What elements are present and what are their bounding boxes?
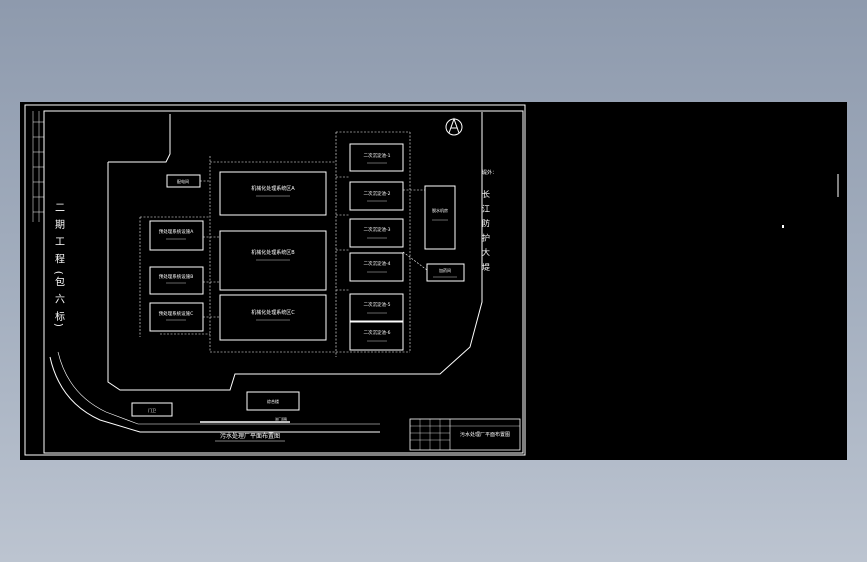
building-right-4[interactable]: 二次沉淀池-4	[349, 252, 404, 282]
bottom-box-center[interactable]: 综合楼	[246, 391, 300, 411]
small-box-top-left[interactable]: 配电间	[166, 174, 201, 188]
building-far-right[interactable]: 脱水机房	[424, 185, 456, 250]
site-boundary-top	[108, 114, 171, 163]
binding-margin	[32, 111, 44, 222]
building-right-5[interactable]: 二次沉淀池-5	[349, 293, 404, 322]
building-left-a[interactable]: 预处理系统设施A	[149, 220, 204, 251]
building-left-a-label: 预处理系统设施A	[159, 228, 194, 235]
site-plan-drawing: 进厂道路 机械化处理系统区A 机械化处理系统区B 机械化处理系统区C 预处理系统…	[24, 104, 839, 456]
vertical-label-left-text: 二 期 工 程 (包 六 标)	[53, 202, 65, 329]
cursor-dot	[782, 225, 784, 228]
sheet-inner-border	[43, 110, 524, 454]
small-box-right[interactable]: 加药间	[426, 263, 465, 282]
building-center-a-label: 机械化处理系统区A	[251, 185, 295, 192]
small-box-right-label: 加药间	[439, 267, 451, 273]
building-left-c-label: 预处理系统设施C	[159, 310, 194, 317]
road-label: 进厂道路	[275, 416, 287, 421]
building-right-1-label: 二次沉淀池-1	[364, 152, 391, 159]
building-left-b-label: 预处理系统设施B	[159, 273, 194, 280]
building-right-3-label: 二次沉淀池-3	[364, 226, 391, 233]
building-center-c[interactable]: 机械化处理系统区C	[219, 294, 327, 341]
building-right-2[interactable]: 二次沉淀池-2	[349, 181, 404, 211]
building-right-2-label: 二次沉淀池-2	[364, 190, 391, 197]
building-left-c[interactable]: 预处理系统设施C	[149, 302, 204, 332]
bottom-box-left[interactable]: 门卫	[131, 402, 173, 417]
building-center-a[interactable]: 机械化处理系统区A	[219, 171, 327, 216]
sheet-outer-border	[24, 104, 526, 456]
bottom-box-left-label: 门卫	[148, 407, 156, 413]
small-box-top-left-label: 配电间	[177, 178, 189, 184]
building-left-b[interactable]: 预处理系统设施B	[149, 266, 204, 295]
building-right-3[interactable]: 二次沉淀池-3	[349, 218, 404, 248]
building-center-c-label: 机械化处理系统区C	[251, 309, 295, 316]
drawing-caption: 污水处理厂平面布置图	[220, 432, 280, 440]
building-right-6-label: 二次沉淀池-6	[364, 329, 391, 336]
site-boundary-main	[107, 112, 483, 391]
bottom-box-center-label: 综合楼	[267, 398, 279, 404]
vertical-label-left: 二 期 工 程 (包 六 标)	[53, 202, 65, 329]
north-arrow-icon	[445, 117, 463, 136]
cad-model-canvas[interactable]: 进厂道路 机械化处理系统区A 机械化处理系统区B 机械化处理系统区C 预处理系统…	[20, 102, 847, 460]
building-center-b-label: 机械化处理系统区B	[251, 249, 295, 256]
side-note-text: 堤外：	[482, 169, 497, 176]
vertical-label-right: 长 江 防 护 大 堤 堤外：	[482, 169, 498, 273]
road-curve-outer	[49, 356, 380, 433]
building-right-4-label: 二次沉淀池-4	[364, 260, 391, 267]
building-far-right-label: 脱水机房	[432, 207, 448, 213]
road-curve-inner	[57, 351, 380, 425]
building-right-5-label: 二次沉淀池-5	[364, 301, 391, 308]
building-right-1[interactable]: 二次沉淀池-1	[349, 143, 404, 172]
title-block-text: 污水处理厂平面布置图	[460, 431, 510, 438]
vertical-label-right-text: 长 江 防 护 大 堤	[482, 189, 491, 273]
title-block: 污水处理厂平面布置图	[409, 418, 521, 451]
pipelines	[139, 131, 428, 357]
building-center-b[interactable]: 机械化处理系统区B	[219, 230, 327, 291]
building-right-6[interactable]: 二次沉淀池-6	[349, 321, 404, 351]
